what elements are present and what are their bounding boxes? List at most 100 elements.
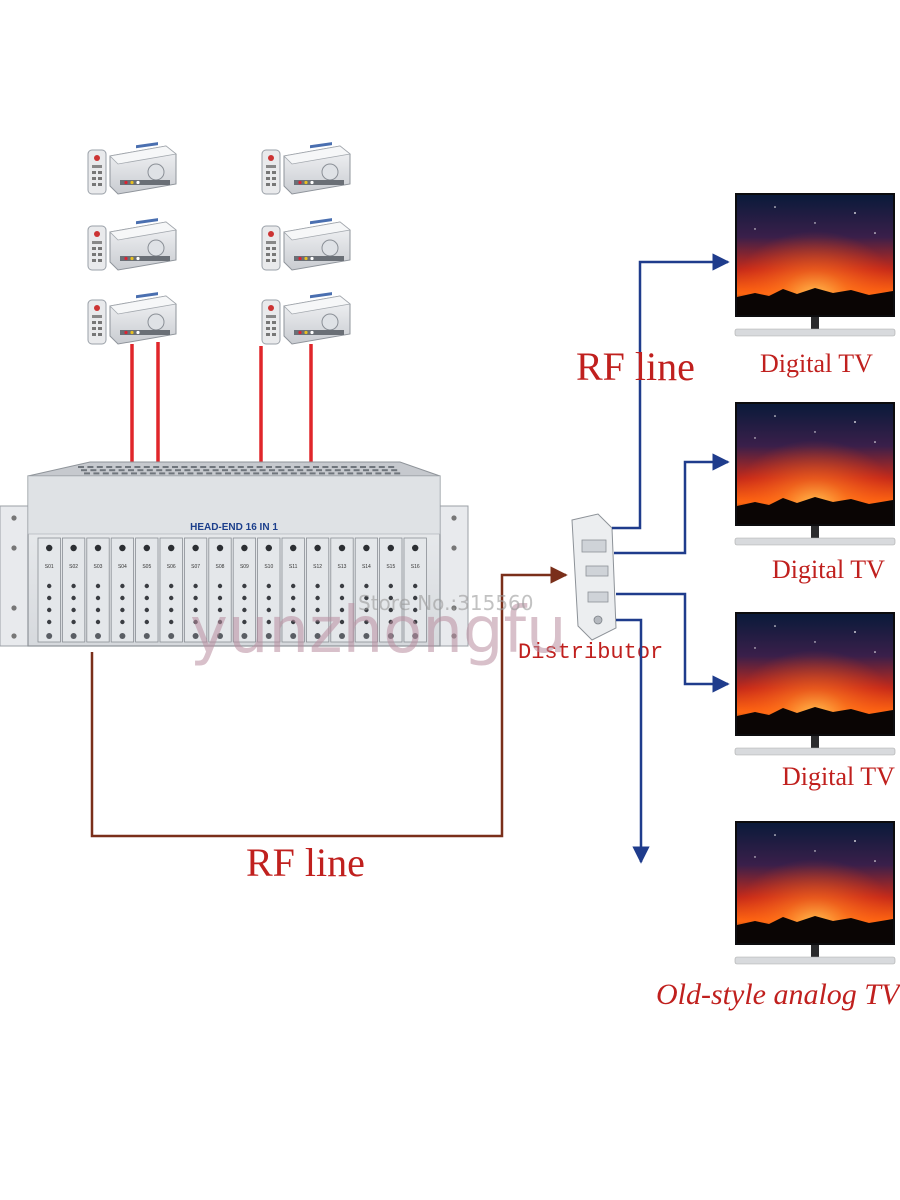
- vent-slot: [137, 469, 144, 472]
- tv-screen-icon: [734, 401, 896, 546]
- vent-slot: [115, 466, 122, 468]
- vent-slot: [366, 472, 372, 475]
- vent-slot: [134, 466, 141, 468]
- distributor: [571, 513, 617, 641]
- vent-slot: [378, 466, 385, 468]
- headend-module: S16: [403, 537, 427, 643]
- vent-slot: [313, 466, 319, 468]
- vent-slot: [118, 469, 125, 472]
- vent-slot: [193, 469, 200, 472]
- vent-slot: [96, 466, 103, 468]
- vent-slot: [168, 472, 175, 475]
- vent-slot: [287, 469, 294, 472]
- vent-slot: [140, 472, 147, 475]
- module-label: S12: [313, 564, 322, 570]
- vent-slot: [341, 466, 348, 468]
- vent-slot: [256, 466, 263, 468]
- vent-slot: [269, 469, 275, 472]
- vent-slot: [90, 469, 97, 472]
- headend-module: S09: [232, 537, 256, 643]
- distribution-lines: [612, 253, 730, 864]
- module-label: S01: [45, 564, 54, 570]
- vent-slot: [306, 469, 313, 472]
- tv-screen-icon: [734, 820, 896, 965]
- vent-slot: [200, 466, 207, 468]
- output-line-tv3: [616, 592, 730, 693]
- vent-slot: [337, 472, 344, 475]
- rf-line-top-label: RF line: [576, 344, 695, 389]
- vent-slot: [143, 466, 150, 468]
- vent-slot: [93, 472, 100, 475]
- set-top-box-icon: [87, 291, 177, 345]
- headend-module: S01: [37, 537, 61, 643]
- vent-slot: [259, 469, 266, 472]
- vent-slot: [172, 466, 178, 468]
- module-label: S05: [142, 564, 151, 570]
- tv1-label: Digital TV: [760, 349, 873, 378]
- vent-slot: [363, 469, 369, 472]
- vent-slot: [322, 466, 329, 468]
- vent-slot: [356, 472, 363, 475]
- tv2-label: Digital TV: [772, 555, 885, 584]
- distributor-label: Distributor: [518, 640, 663, 665]
- headend-module: S02: [62, 537, 86, 643]
- module-label: S03: [94, 564, 103, 570]
- vent-slot: [125, 466, 131, 468]
- vent-slot: [102, 472, 109, 475]
- vent-slot: [219, 466, 225, 468]
- rf-line-bottom-label: RF line: [246, 840, 365, 885]
- tv-screen-icon: [734, 611, 896, 756]
- headend-module: S14: [354, 537, 379, 643]
- vent-slot: [187, 472, 194, 475]
- vent-slot: [297, 469, 304, 472]
- headend-module: S06: [159, 537, 183, 643]
- vent-slot: [360, 466, 366, 468]
- vent-slot: [128, 469, 134, 472]
- vent-slot: [196, 472, 203, 475]
- vent-slot: [131, 472, 137, 475]
- vent-slot: [162, 466, 169, 468]
- vent-slot: [331, 466, 338, 468]
- vent-slot: [325, 469, 332, 472]
- vent-slot: [212, 469, 219, 472]
- headend-module: S13: [330, 537, 354, 643]
- headend-module: S07: [183, 537, 208, 643]
- vent-slot: [328, 472, 335, 475]
- vent-slot: [247, 466, 254, 468]
- headend-module: S12: [305, 537, 330, 643]
- vent-slot: [225, 472, 231, 475]
- vent-slot: [394, 472, 401, 475]
- vent-slot: [112, 472, 119, 475]
- vent-slot: [388, 466, 395, 468]
- set-top-box-icon: [261, 217, 351, 271]
- vent-slot: [203, 469, 210, 472]
- vent-slot: [375, 472, 382, 475]
- input-cables: [130, 342, 313, 468]
- tv3-label: Digital TV: [782, 762, 895, 791]
- module-label: S10: [264, 564, 273, 570]
- vent-slot: [231, 469, 238, 472]
- vent-slot: [165, 469, 172, 472]
- headend-module: S03: [86, 537, 110, 643]
- vent-slot: [146, 469, 153, 472]
- vent-slot: [384, 472, 391, 475]
- vent-slot: [347, 472, 354, 475]
- module-label: S11: [289, 564, 298, 570]
- vent-slot: [391, 469, 398, 472]
- headend-module: S05: [135, 537, 159, 643]
- vent-slot: [372, 469, 379, 472]
- tv-screen-icon: [734, 192, 896, 337]
- module-label: S06: [167, 564, 176, 570]
- rack-vents: [78, 466, 401, 475]
- vent-slot: [206, 472, 213, 475]
- vent-slot: [78, 466, 84, 468]
- receiver-group-left: [87, 141, 177, 345]
- vent-slot: [84, 472, 90, 475]
- output-line-tv2: [614, 453, 730, 555]
- vent-slot: [234, 472, 241, 475]
- vent-slot: [290, 472, 297, 475]
- module-label: S13: [338, 564, 347, 570]
- set-top-box-icon: [261, 291, 351, 345]
